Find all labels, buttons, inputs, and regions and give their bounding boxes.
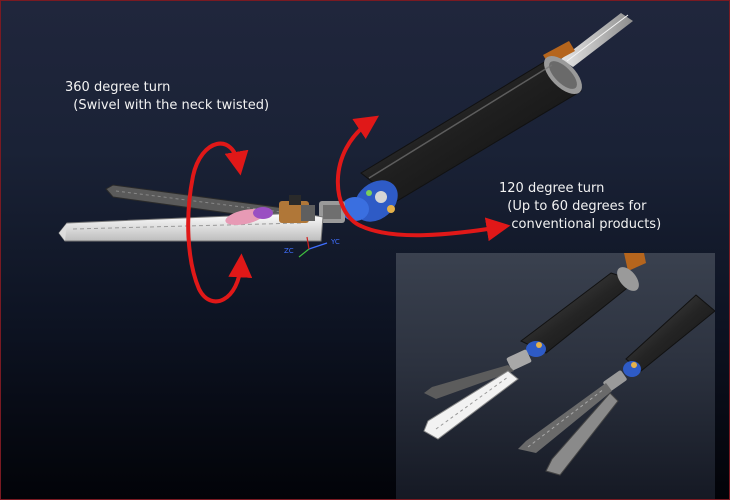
- articulation-arrow-icon: [335, 115, 511, 242]
- axis-label-zc: ZC: [284, 247, 294, 255]
- inset-render: [396, 253, 715, 499]
- articulation-subtitle-line2: conventional products): [511, 217, 662, 232]
- inset-instruments: [423, 253, 715, 476]
- rotation-subtitle: (Swivel with the neck twisted): [73, 98, 270, 113]
- articulation-subtitle-line1: (Up to 60 degrees for: [507, 199, 647, 214]
- rotation-arrow-icon: [186, 141, 253, 304]
- inset-instrument-closed: [518, 294, 715, 476]
- instrument-shaft: [360, 56, 582, 202]
- axis-label-yc: YC: [330, 238, 340, 246]
- articulation-title: 120 degree turn: [499, 181, 605, 196]
- rotation-caption: 360 degree turn (Swivel with the neck tw…: [65, 79, 269, 115]
- articulation-caption: 120 degree turn (Up to 60 degrees for co…: [499, 180, 661, 234]
- coordinate-axes: ZC YC: [284, 236, 340, 258]
- inset-instrument-open: [423, 253, 646, 440]
- rotation-title: 360 degree turn: [65, 80, 171, 95]
